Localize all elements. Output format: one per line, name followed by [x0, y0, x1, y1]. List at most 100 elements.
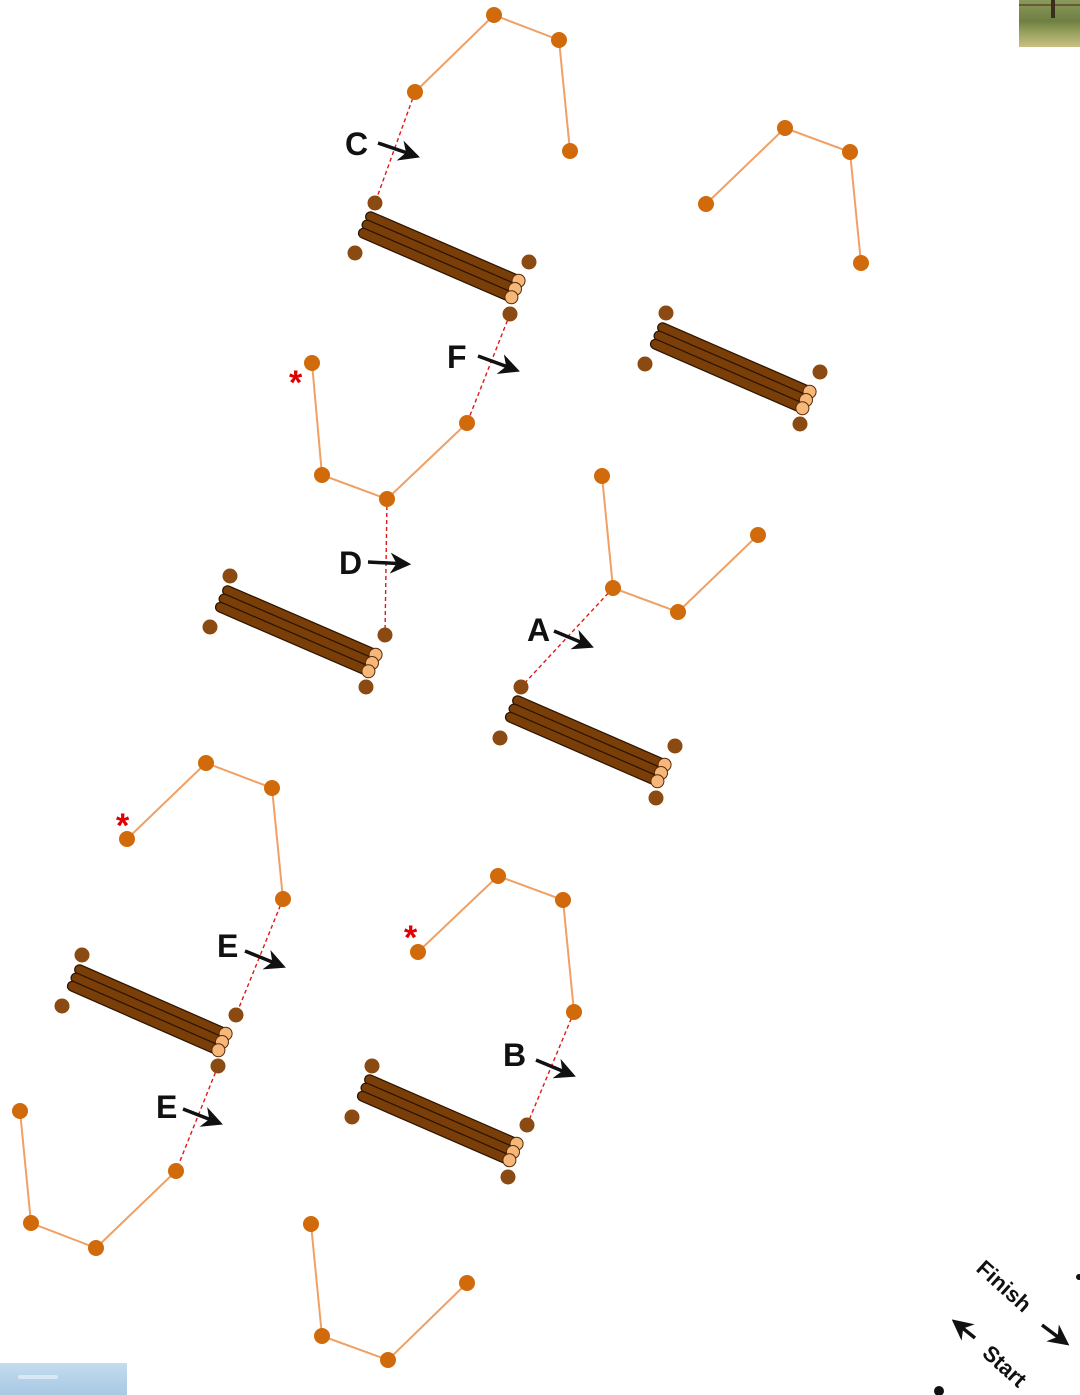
label-c-text: C	[345, 126, 368, 162]
dashed-transition-3	[385, 499, 387, 635]
jump-standard-dot	[378, 628, 393, 643]
pole-line-5	[127, 763, 283, 899]
jump-standard-dot	[638, 357, 653, 372]
jump-standard-dot	[493, 731, 508, 746]
label-d: D	[339, 545, 407, 581]
jump-standard-dot	[659, 306, 674, 321]
asterisk-marker-3: *	[404, 919, 418, 957]
pole-dot	[566, 1004, 582, 1020]
log-end-cap	[505, 291, 518, 304]
pole-dot	[670, 604, 686, 620]
label-f-text: F	[447, 339, 467, 375]
log-jump-3	[203, 569, 393, 695]
jump-standard-dot	[211, 1059, 226, 1074]
label-a-text: A	[527, 612, 550, 648]
dashed-transition-6	[527, 1012, 574, 1125]
pole-dot	[842, 144, 858, 160]
label-b: B	[503, 1037, 572, 1075]
arrow-e-upper	[245, 951, 282, 966]
log-body	[367, 225, 515, 289]
pole-line-3	[312, 363, 467, 499]
log-end-cap	[212, 1044, 225, 1057]
log-jump-1	[348, 196, 537, 322]
pole-dot	[168, 1163, 184, 1179]
jump-standard-dot	[348, 246, 363, 261]
dashed-transition-2	[467, 314, 510, 423]
arrow-c	[378, 143, 416, 156]
pole-dot	[303, 1216, 319, 1232]
log-body	[366, 1088, 513, 1152]
jump-standard-dot	[649, 791, 664, 806]
finish-point-dot	[1076, 1274, 1080, 1280]
jump-standard-dot	[503, 307, 518, 322]
asterisk-marker-1: *	[289, 364, 303, 402]
label-c: C	[345, 126, 416, 162]
pole-dot	[551, 32, 567, 48]
arrow-e-lower	[183, 1109, 219, 1123]
jump-standard-dot	[203, 620, 218, 635]
label-e-lower: E	[156, 1089, 219, 1125]
jump-standard-dot	[75, 948, 90, 963]
jump-standard-dot	[793, 417, 808, 432]
log-body	[659, 336, 806, 400]
arrow-a	[554, 631, 590, 646]
pole-dot	[555, 892, 571, 908]
log-end-cap	[796, 402, 809, 415]
pole-dot	[23, 1215, 39, 1231]
label-e-upper-text: E	[217, 928, 238, 964]
pole-dot	[88, 1240, 104, 1256]
pole-line-1	[415, 15, 570, 151]
jump-standard-dot	[359, 680, 374, 695]
log-end-cap	[362, 665, 375, 678]
pole-line-7	[20, 1111, 176, 1248]
pole-dot	[275, 891, 291, 907]
log-jump-2	[638, 306, 828, 432]
jump-standard-dot	[514, 680, 529, 695]
pole-dot	[314, 1328, 330, 1344]
pole-dot	[562, 143, 578, 159]
jump-standard-dot	[522, 255, 537, 270]
pole-dot	[304, 355, 320, 371]
pole-dot	[750, 527, 766, 543]
log-jump-5	[55, 948, 244, 1074]
arrow-d	[368, 562, 407, 564]
label-d-text: D	[339, 545, 362, 581]
label-a: A	[527, 612, 590, 648]
finish-arrow	[1042, 1325, 1066, 1343]
pole-dot	[853, 255, 869, 271]
pole-dot	[407, 84, 423, 100]
pole-dots	[12, 7, 869, 1368]
log-jumps	[55, 196, 828, 1185]
jump-standard-dot	[365, 1059, 380, 1074]
pole-dot	[379, 491, 395, 507]
log-body	[76, 978, 222, 1042]
finish-text: Finish	[972, 1255, 1037, 1317]
pole-dot	[12, 1103, 28, 1119]
jump-standard-dot	[520, 1118, 535, 1133]
jump-standard-dot	[55, 999, 70, 1014]
start-text: Start	[978, 1340, 1032, 1393]
start-arrow	[955, 1322, 975, 1338]
label-e-lower-text: E	[156, 1089, 177, 1125]
pole-line-8	[311, 1224, 467, 1360]
finish-marker: Finish	[972, 1255, 1066, 1343]
log-jump-4	[493, 680, 683, 806]
jump-standard-dot	[813, 365, 828, 380]
pole-dot	[698, 196, 714, 212]
label-f: F	[447, 339, 516, 375]
pole-line-2	[706, 128, 861, 263]
arrow-b	[536, 1060, 572, 1075]
label-e-upper: E	[217, 928, 282, 966]
pole-dot	[490, 868, 506, 884]
jump-standard-dot	[668, 739, 683, 754]
pole-dot	[264, 780, 280, 796]
jump-standard-dot	[223, 569, 238, 584]
log-body	[224, 599, 372, 663]
pole-dot	[198, 755, 214, 771]
pole-dot	[594, 468, 610, 484]
log-end-cap	[651, 775, 664, 788]
pole-dot	[777, 120, 793, 136]
log-jump-6	[345, 1059, 535, 1185]
weave-pole-lines	[20, 15, 861, 1360]
